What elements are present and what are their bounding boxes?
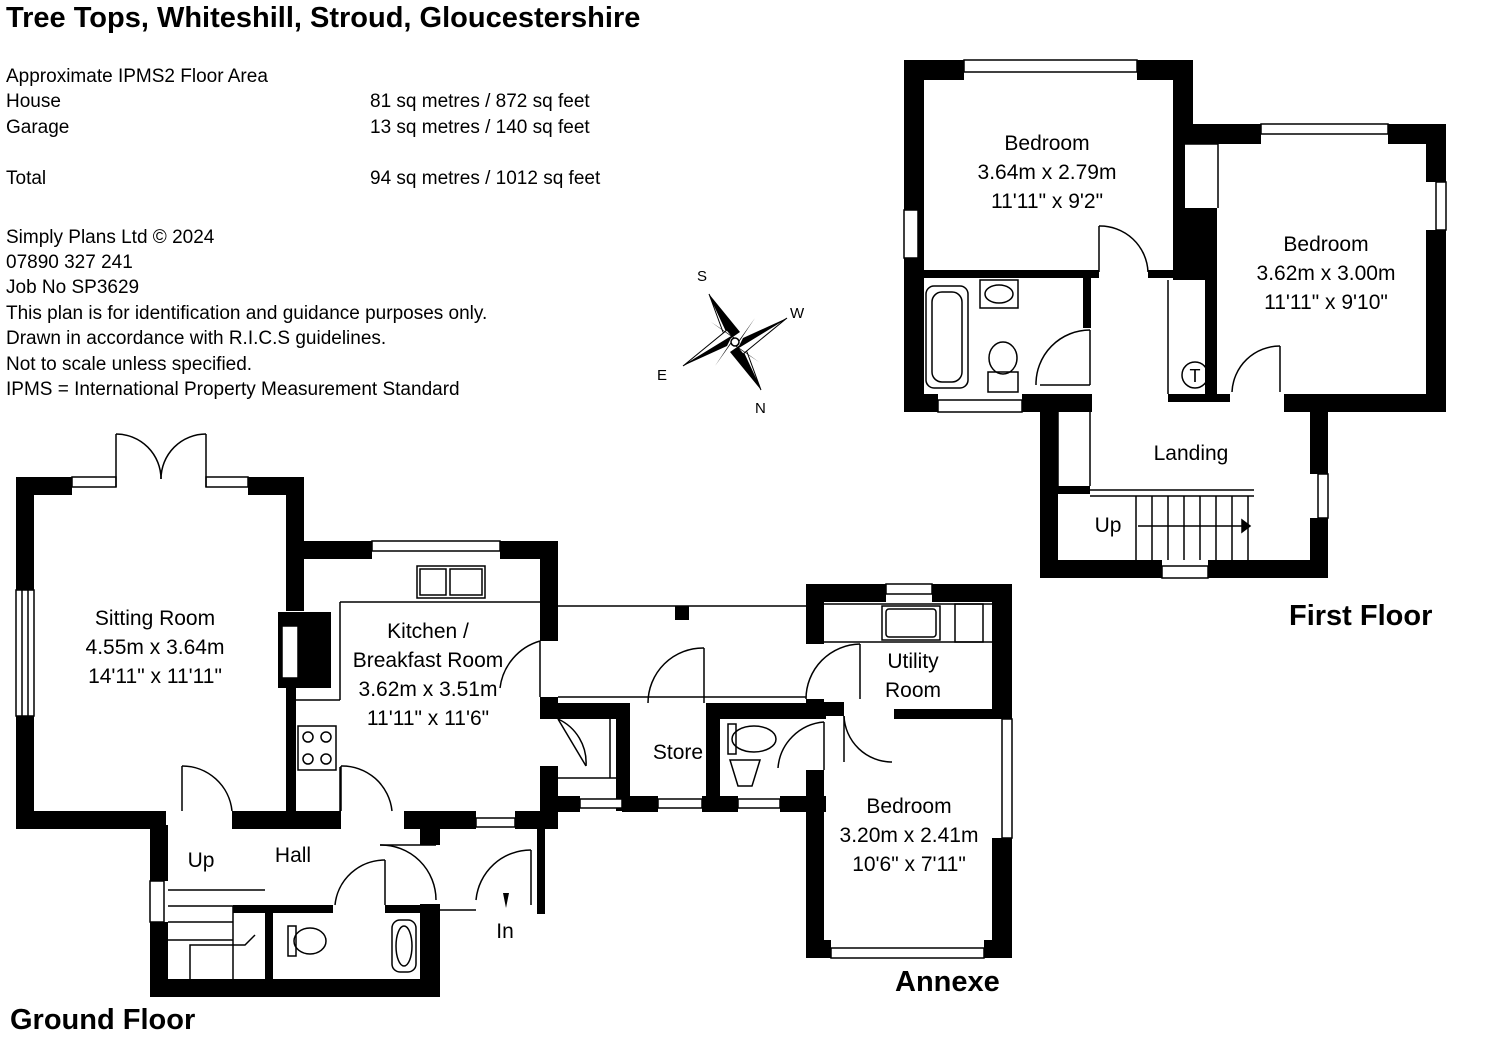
- first-floor-plan: [904, 60, 1446, 578]
- hall-label: Hall: [275, 844, 311, 867]
- page-title: Tree Tops, Whiteshill, Stroud, Glouceste…: [6, 2, 641, 34]
- compass-west: W: [790, 305, 805, 322]
- annexe-label: Annexe: [895, 966, 1000, 998]
- utility-name: Utility: [887, 650, 939, 673]
- note-phone: 07890 327 241: [6, 252, 133, 273]
- entrance-label: In: [496, 920, 514, 943]
- compass-rose: [682, 293, 788, 391]
- sitting-room-imperial: 14'11" x 11'11": [88, 665, 222, 688]
- utility-name-2: Room: [885, 679, 941, 702]
- utility-room: Utility Room: [885, 650, 941, 702]
- kitchen-name-2: Breakfast Room: [353, 649, 504, 672]
- note-guidance: This plan is for identification and guid…: [6, 303, 488, 324]
- note-scale: Not to scale unless specified.: [6, 354, 253, 375]
- note-job: Job No SP3629: [6, 277, 140, 298]
- area-heading: Approximate IPMS2 Floor Area: [6, 66, 268, 87]
- bedroom-2-metric: 3.62m x 3.00m: [1257, 262, 1396, 285]
- annexe-bedroom: Bedroom 3.20m x 2.41m 10'6" x 7'11": [840, 795, 979, 876]
- compass-north: N: [755, 400, 766, 417]
- bedroom-1-imperial: 11'11" x 9'2": [991, 190, 1103, 213]
- compass-east: E: [657, 367, 667, 384]
- bedroom-1-metric: 3.64m x 2.79m: [978, 161, 1117, 184]
- landing-label: Landing: [1154, 442, 1229, 465]
- bedroom-2-imperial: 11'11" x 9'10": [1264, 291, 1388, 314]
- kitchen-imperial: 11'11" x 11'6": [367, 707, 489, 730]
- compass-south: S: [697, 268, 707, 285]
- first-floor-details: [903, 59, 1447, 579]
- area-row-house-label: House: [6, 91, 61, 112]
- up-ground-label: Up: [188, 849, 215, 872]
- entrance-arrow: [503, 893, 509, 908]
- bedroom-2-name: Bedroom: [1283, 233, 1368, 256]
- note-company: Simply Plans Ltd © 2024: [6, 227, 215, 248]
- kitchen-breakfast-room: Kitchen / Breakfast Room 3.62m x 3.51m 1…: [353, 620, 504, 730]
- sitting-room-metric: 4.55m x 3.64m: [86, 636, 225, 659]
- tank-label: T: [1190, 366, 1201, 386]
- annexe-bedroom-name: Bedroom: [866, 795, 951, 818]
- sitting-room-name: Sitting Room: [95, 607, 215, 630]
- area-row-total-label: Total: [6, 168, 47, 189]
- first-floor-label: First Floor: [1289, 600, 1433, 632]
- bedroom-1-name: Bedroom: [1004, 132, 1089, 155]
- ground-floor-plan: [16, 477, 1012, 997]
- kitchen-name: Kitchen /: [387, 620, 469, 643]
- annexe-bedroom-metric: 3.20m x 2.41m: [840, 824, 979, 847]
- annexe-bedroom-imperial: 10'6" x 7'11": [852, 853, 966, 876]
- area-row-total-value: 94 sq metres / 1012 sq feet: [370, 168, 601, 189]
- note-ipms: IPMS = International Property Measuremen…: [6, 379, 460, 400]
- sitting-room: Sitting Room 4.55m x 3.64m 14'11" x 11'1…: [86, 607, 225, 688]
- area-row-garage-label: Garage: [6, 117, 70, 138]
- ground-floor-label: Ground Floor: [10, 1004, 196, 1036]
- ground-floor-details: [15, 433, 1013, 979]
- store-label: Store: [653, 741, 703, 764]
- area-row-house-value: 81 sq metres / 872 sq feet: [370, 91, 590, 112]
- first-floor-bedroom-2: Bedroom 3.62m x 3.00m 11'11" x 9'10": [1257, 233, 1396, 314]
- first-floor-bedroom-1: Bedroom 3.64m x 2.79m 11'11" x 9'2": [978, 132, 1117, 213]
- kitchen-metric: 3.62m x 3.51m: [359, 678, 498, 701]
- note-rics: Drawn in accordance with R.I.C.S guideli…: [6, 328, 387, 349]
- up-first-label: Up: [1095, 514, 1122, 537]
- area-row-garage-value: 13 sq metres / 140 sq feet: [370, 117, 590, 138]
